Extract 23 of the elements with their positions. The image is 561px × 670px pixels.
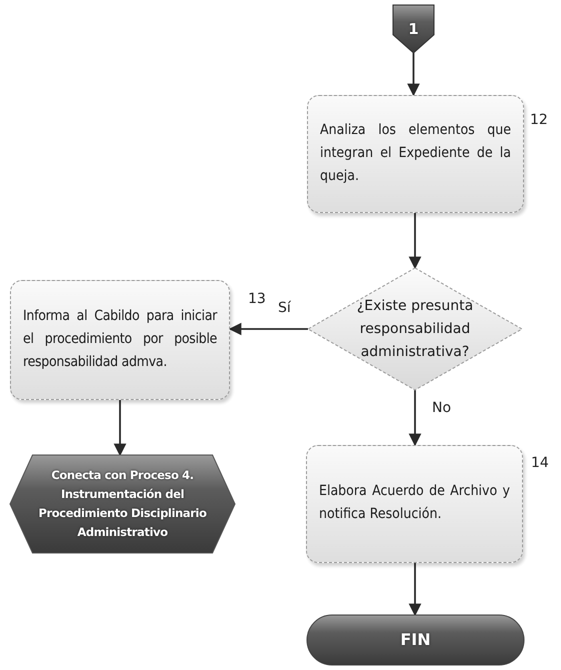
shape-text: FIN [400,630,431,650]
process-box [10,280,230,400]
decision-diamond [308,268,522,390]
step-text: Informa al Cabildo para iniciar el procedimiento por posible responsabilidad admva. [23,306,217,372]
terminator-pill [307,615,524,665]
step-number: 13 [248,291,266,307]
step-text: Analiza los elementos que integran el Expediente de la queja. [320,120,511,186]
connector-hexagon [10,455,235,553]
arrow [408,563,422,616]
arrow [407,53,420,96]
shape-text: 1 [408,20,419,38]
step-text: Elabora Acuerdo de Archivo y notifica Resolución. [319,482,510,524]
arrow [228,322,308,336]
step-number: 12 [530,112,548,128]
step-number: 14 [531,455,549,471]
question-text: ¿Existe presunta responsabilidad administrativa? [356,296,474,362]
arrow [408,390,422,446]
arrow [114,400,126,456]
off-page-connector [393,5,434,53]
arrow [408,213,422,270]
process-box [307,95,524,213]
process-box [306,445,523,563]
shape-text: Conecta con Proceso 4. Instrumentación del Procedimiento Disciplinario Administrativo [38,467,208,541]
